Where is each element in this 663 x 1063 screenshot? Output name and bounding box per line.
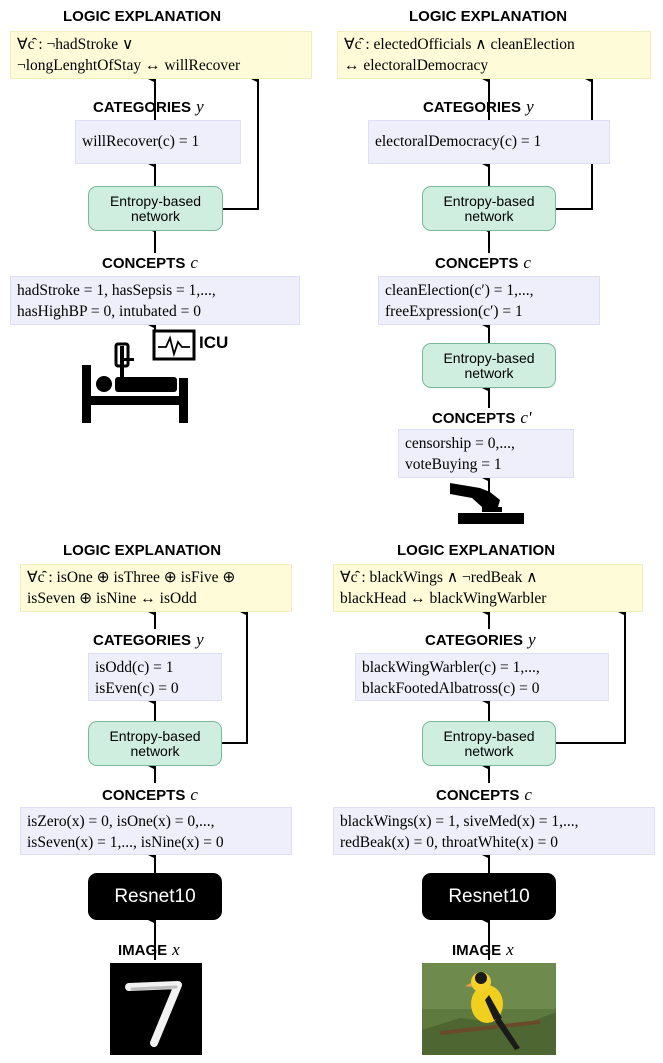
icu-explanation-line-2: ¬longLenghtOfStay ↔ willRecover (17, 57, 241, 74)
vdem-network-bottom-label-2: network (464, 364, 514, 381)
cub-explanation-line-2: blackHead ↔ blackWingWarbler (340, 590, 547, 607)
vdem-network-top-label-2: network (464, 207, 514, 224)
cub-resnet-block: Resnet10 (422, 873, 556, 920)
cub-categories-box: blackWingWarbler(c) = 1,..., blackFooted… (355, 653, 609, 701)
vdem-explanation-box: ∀c̑ : electedOfficials ∧ cleanElection ↔… (337, 31, 651, 79)
mnist-network-label-2: network (130, 742, 180, 759)
vdem-base-concepts-box: censorship = 0,..., voteBuying = 1 (398, 429, 574, 478)
mnist-concepts-line-1: isZero(x) = 0, isOne(x) = 0,..., (27, 813, 215, 830)
mnist-categories-line-1: isOdd(c) = 1 (95, 659, 174, 676)
vdem-base-concepts-line-2: voteBuying = 1 (405, 456, 502, 473)
icu-network-label-2: network (130, 207, 181, 224)
mnist-categories-line-2: isEven(c) = 0 (95, 680, 179, 697)
icu-network-label-1: Entropy-based (109, 192, 202, 209)
cub-explanation-box: ∀c̑ : blackWings ∧ ¬redBeak ∧ blackHead … (333, 564, 643, 612)
icu-concepts-line-2: hasHighBP = 0, intubated = 0 (17, 303, 201, 320)
vdem-categories-box: electoralDemocracy(c) = 1 (368, 120, 610, 164)
vdem-base-concepts-line-1: censorship = 0,..., (405, 435, 515, 452)
cub-concepts-box: blackWings(x) = 1, siveMed(x) = 1,..., r… (333, 807, 655, 855)
vdem-logic-heading: LOGIC EXPLANATION (409, 8, 568, 25)
mnist-network-label-1: Entropy-based (109, 727, 201, 744)
mnist-concepts-line-2: isSeven(x) = 1,..., isNine(x) = 0 (27, 834, 224, 851)
mnist-categories-box: isOdd(c) = 1 isEven(c) = 0 (88, 653, 222, 701)
vdem-concepts-line-2: freeExpression(c′) = 1 (385, 303, 523, 320)
icu-categories-line-1: willRecover(c) = 1 (82, 133, 200, 150)
cub-explanation-line-1: ∀c̑ : blackWings ∧ ¬redBeak ∧ (340, 569, 538, 586)
hospital-bed-icon (82, 342, 188, 423)
mnist-concepts-box: isZero(x) = 0, isOne(x) = 0,..., isSeven… (20, 807, 292, 855)
vdem-concepts-box: cleanElection(c′) = 1,..., freeExpressio… (378, 276, 600, 325)
vdem-explanation-line-2: ↔ electoralDemocracy (344, 57, 489, 74)
vdem-concepts-line-1: cleanElection(c′) = 1,..., (385, 282, 534, 299)
icu-concepts-line-1: hadStroke = 1, hasSepsis = 1,..., (17, 282, 216, 299)
mnist-logic-heading: LOGIC EXPLANATION (63, 542, 222, 559)
vdem-categories-line-1: electoralDemocracy(c) = 1 (375, 133, 542, 150)
arrow-mnist-network-to-explanation (222, 608, 248, 744)
mnist-explanation-line-2: isSeven ⊕ isNine ↔ isOdd (27, 590, 197, 607)
heart-monitor-icon (152, 329, 196, 361)
cub-logic-heading: LOGIC EXPLANATION (397, 542, 556, 559)
icu-explanation-box: ∀c̑ : ¬hadStroke ∨ ¬longLenghtOfStay ↔ w… (10, 31, 312, 79)
icu-logic-heading: LOGIC EXPLANATION (63, 8, 222, 25)
mnist-explanation-box: ∀c̑ : isOne ⊕ isThree ⊕ isFive ⊕ isSeven… (20, 564, 292, 612)
icu-explanation-line-1: ∀c̑ : ¬hadStroke ∨ (17, 36, 134, 53)
cub-categories-line-2: blackFootedAlbatross(c) = 0 (362, 680, 540, 697)
cub-network-label-1: Entropy-based (443, 727, 535, 744)
vdem-network-top-label-1: Entropy-based (443, 192, 535, 209)
cub-concepts-line-1: blackWings(x) = 1, siveMed(x) = 1,..., (340, 813, 579, 830)
icu-label: ICU (199, 333, 229, 352)
cub-concepts-line-2: redBeak(x) = 0, throatWhite(x) = 0 (340, 834, 559, 851)
vdem-network-bottom-label-1: Entropy-based (443, 349, 535, 366)
cub-network-label-2: network (464, 742, 514, 759)
arrow-icu-network-to-explanation (223, 75, 259, 210)
ballot-box-icon (450, 483, 524, 524)
arrow-cub-network-to-explanation (556, 608, 626, 744)
bird-photo (422, 963, 556, 1055)
icu-categories-box: willRecover(c) = 1 (75, 120, 241, 164)
mnist-explanation-line-1: ∀c̑ : isOne ⊕ isThree ⊕ isFive ⊕ (27, 569, 236, 586)
icu-concepts-box: hadStroke = 1, hasSepsis = 1,..., hasHig… (10, 276, 300, 325)
mnist-resnet-block: Resnet10 (88, 873, 222, 920)
mnist-digit-image (110, 963, 202, 1055)
vdem-explanation-line-1: ∀c̑ : electedOfficials ∧ cleanElection (344, 36, 575, 53)
cub-categories-line-1: blackWingWarbler(c) = 1,..., (362, 659, 540, 676)
